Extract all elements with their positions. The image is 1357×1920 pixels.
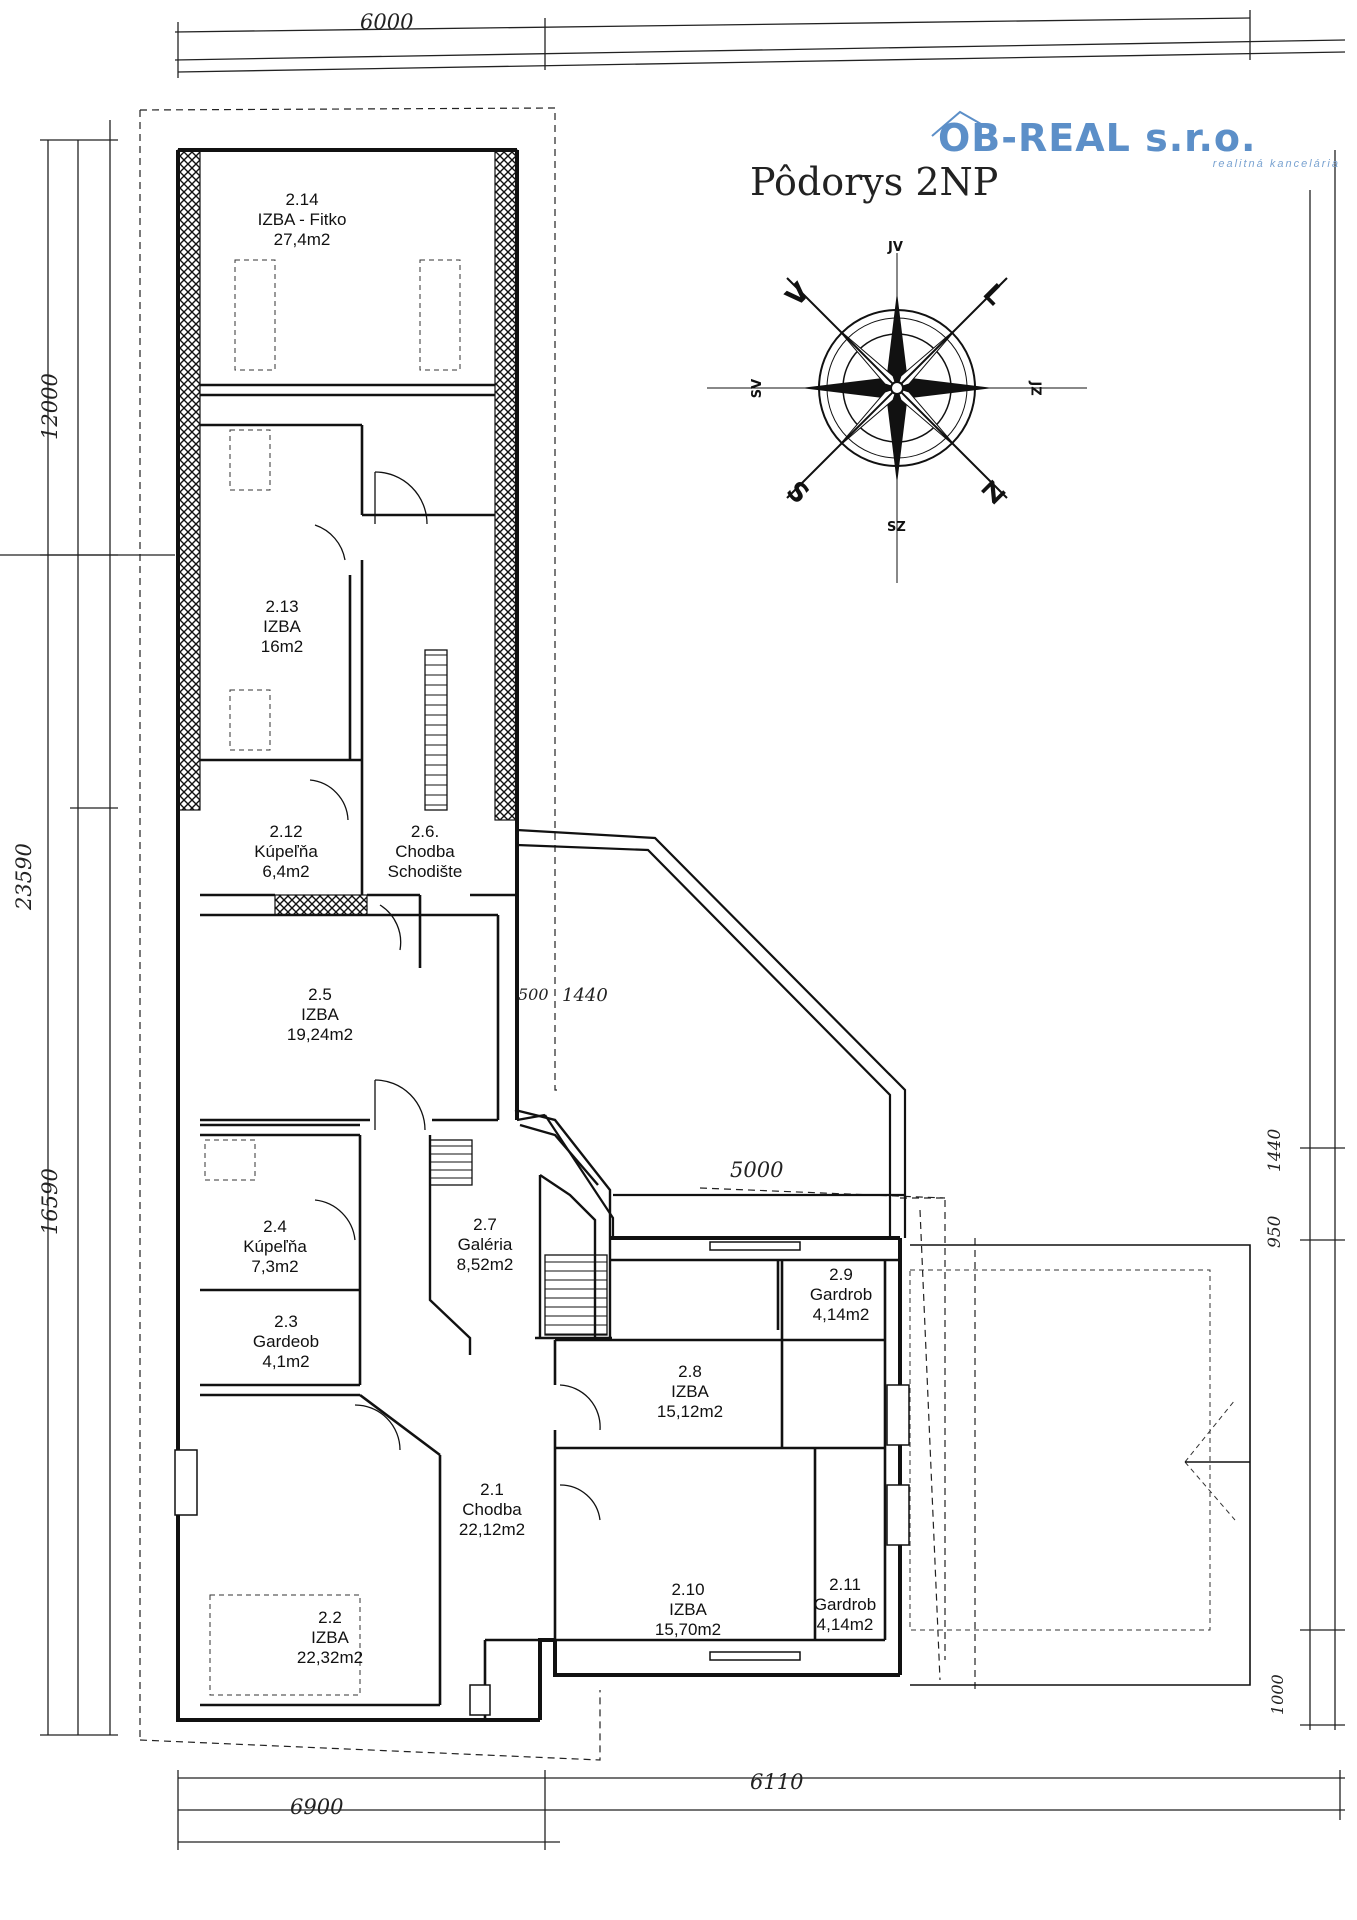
dim-mid-1440: 1440 [562, 985, 608, 1006]
room-type: IZBA [311, 1628, 349, 1647]
dim-bottom-right: 6110 [750, 1770, 804, 1794]
room-area: 7,3m2 [251, 1257, 299, 1276]
room-area: 15,12m2 [656, 1402, 724, 1421]
room-area: 19,24m2 [286, 1025, 354, 1044]
room-area: 4,1m2 [262, 1352, 310, 1371]
compass-label-left: SV [750, 378, 766, 399]
room-id: 2.9 [829, 1265, 853, 1284]
dim-bottom-left: 6900 [290, 1795, 344, 1819]
compass-label-bottom: SZ [887, 520, 906, 535]
room-id: 2.7 [473, 1215, 497, 1234]
furniture-dashed [204, 259, 1236, 1696]
room-id: 2.14 [285, 190, 319, 209]
room-type: Gardrob [813, 1595, 877, 1614]
room-area: 16m2 [260, 637, 304, 656]
room-type: IZBA - Fitko [257, 210, 347, 229]
compass-label-right: JZ [1027, 381, 1043, 396]
room-type: IZBA [669, 1600, 707, 1619]
gallery-walls [428, 1108, 612, 1355]
dim-left-lower: 16590 [38, 1168, 62, 1235]
room-area: 27,4m2 [273, 230, 331, 249]
room-area: 4,14m2 [812, 1305, 870, 1324]
diagonal-wing [516, 828, 907, 1238]
logo-tagline: realitná kancelária [1212, 158, 1340, 170]
top-dimension-lines [174, 10, 1346, 78]
compass-label-top: JV [888, 240, 903, 255]
room-type: Kúpeľňa [243, 1237, 307, 1256]
room-type: Gardeob [252, 1332, 320, 1351]
room-id: 2.8 [678, 1362, 702, 1381]
dim-right-1440: 1440 [1265, 1128, 1285, 1172]
compass-rose [707, 253, 1087, 583]
adjacent-structure [910, 1244, 1251, 1686]
room-type: IZBA [671, 1382, 709, 1401]
dim-right-1000: 1000 [1268, 1674, 1287, 1715]
room-id: 2.2 [318, 1608, 342, 1627]
room-type: Chodba [395, 842, 455, 861]
room-area: 6,4m2 [262, 862, 310, 881]
room-area: 15,70m2 [654, 1620, 722, 1639]
doors [309, 471, 601, 1521]
interior-walls [200, 383, 900, 1720]
room-type: IZBA [263, 617, 301, 636]
house-roof-icon [931, 110, 989, 137]
room-area: 22,12m2 [458, 1520, 526, 1539]
room-id: 2.1 [480, 1480, 504, 1499]
dim-mid-500: 500 [518, 985, 549, 1004]
room-type: Chodba [462, 1500, 522, 1519]
logo-company-name: OB-REAL s.r.o. [938, 116, 1257, 160]
room-id: 2.12 [269, 822, 303, 841]
room-id: 2.10 [671, 1580, 705, 1599]
dim-mid-5000: 5000 [730, 1158, 784, 1182]
room-area: 4,14m2 [816, 1615, 874, 1634]
dim-right-950: 950 [1265, 1215, 1285, 1248]
room-type: Galéria [457, 1235, 513, 1254]
dim-left-total: 23590 [12, 843, 36, 910]
dim-top-width: 6000 [360, 10, 414, 34]
bottom-dimension-lines [177, 1770, 1345, 1850]
room-id: 2.4 [263, 1217, 287, 1236]
room-area: Schodište [387, 862, 463, 881]
dim-left-upper: 12000 [38, 373, 62, 440]
room-type: Gardrob [809, 1285, 873, 1304]
company-logo: OB-REAL s.r.o. realitná kancelária [930, 110, 1342, 174]
room-id: 2.3 [274, 1312, 298, 1331]
room-id: 2.5 [308, 985, 332, 1004]
right-dimension-lines [1300, 150, 1345, 1730]
room-area: 8,52m2 [456, 1255, 514, 1274]
roof-outline [139, 107, 976, 1761]
room-id: 2.6. [410, 822, 440, 841]
room-type: IZBA [301, 1005, 339, 1024]
room-id: 2.11 [829, 1575, 861, 1594]
plan-title: Pôdorys 2NP [750, 160, 999, 204]
hatched-walls [177, 149, 518, 916]
room-area: 22,32m2 [296, 1648, 364, 1667]
windows [174, 1241, 910, 1716]
room-id: 2.13 [265, 597, 299, 616]
room-type: Kúpeľňa [254, 842, 318, 861]
exterior-walls [176, 148, 902, 1722]
left-dimension-lines [0, 120, 175, 1736]
